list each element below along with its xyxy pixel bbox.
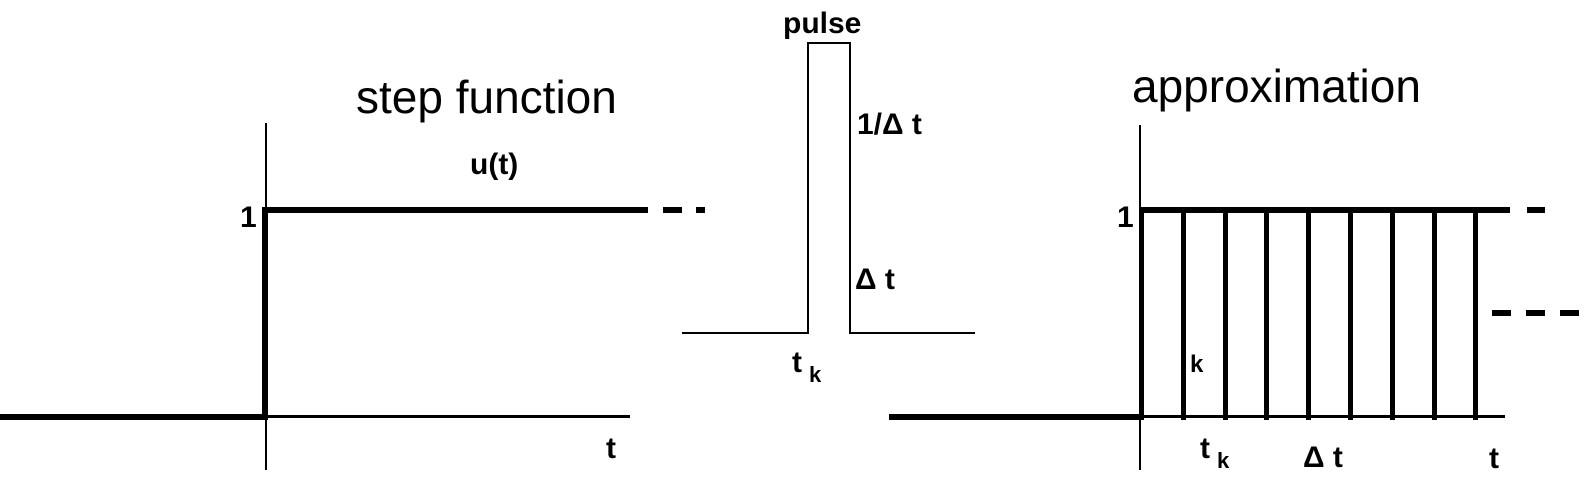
- pulse-index-label: k: [1190, 351, 1204, 378]
- pulse-edge-line: [1306, 207, 1311, 420]
- pulse-edge-line: [1432, 207, 1437, 420]
- time-axis: [1141, 415, 1505, 418]
- time-axis-label: t: [606, 432, 616, 465]
- continuation-dash: [1492, 310, 1511, 316]
- approximation-title: approximation: [1132, 60, 1421, 112]
- approximation-level-line: [1140, 207, 1510, 213]
- pulse-edge-line: [1223, 207, 1228, 420]
- pulse-right-edge: [849, 42, 851, 334]
- pulse-edge-line: [1348, 207, 1353, 420]
- pulse-edge-line: [1390, 207, 1395, 420]
- zero-level-line: [0, 414, 268, 420]
- approximation-time-label-subscript: k: [1217, 448, 1230, 473]
- continuation-dash: [663, 207, 682, 213]
- pulse-height-label: 1/Δ t: [857, 108, 922, 141]
- continuation-dash: [1526, 310, 1545, 316]
- step-function-title: step function: [356, 71, 617, 123]
- pulse-edge-line: [1181, 207, 1186, 420]
- pulse-left-edge: [807, 42, 809, 334]
- approximation-width-label: Δ t: [1303, 441, 1343, 474]
- pulse-top-line: [807, 42, 851, 44]
- step-rise-line: [262, 207, 268, 420]
- time-axis: [265, 415, 630, 418]
- pulse-baseline-left: [682, 332, 807, 334]
- continuation-dash: [1560, 310, 1579, 316]
- time-axis-label: t: [1489, 442, 1499, 475]
- amplitude-label: 1: [240, 201, 257, 234]
- pulse-edge-line: [1139, 207, 1144, 420]
- zero-level-line: [889, 414, 1141, 420]
- approximation-time-label-base: t: [1200, 432, 1210, 465]
- pulse-title: pulse: [783, 7, 862, 40]
- pulse-time-label-base: t: [792, 346, 802, 379]
- pulse-edge-line: [1473, 207, 1478, 420]
- continuation-dash: [1527, 207, 1545, 213]
- pulse-edge-line: [1264, 207, 1269, 420]
- pulse-time-label-subscript: k: [809, 362, 822, 387]
- amplitude-label: 1: [1117, 201, 1134, 234]
- continuation-dash: [696, 207, 705, 213]
- step-level-line: [265, 207, 648, 213]
- pulse-width-label: Δ t: [855, 263, 895, 296]
- pulse-baseline-right: [851, 332, 975, 334]
- step-function-label: u(t): [470, 148, 519, 181]
